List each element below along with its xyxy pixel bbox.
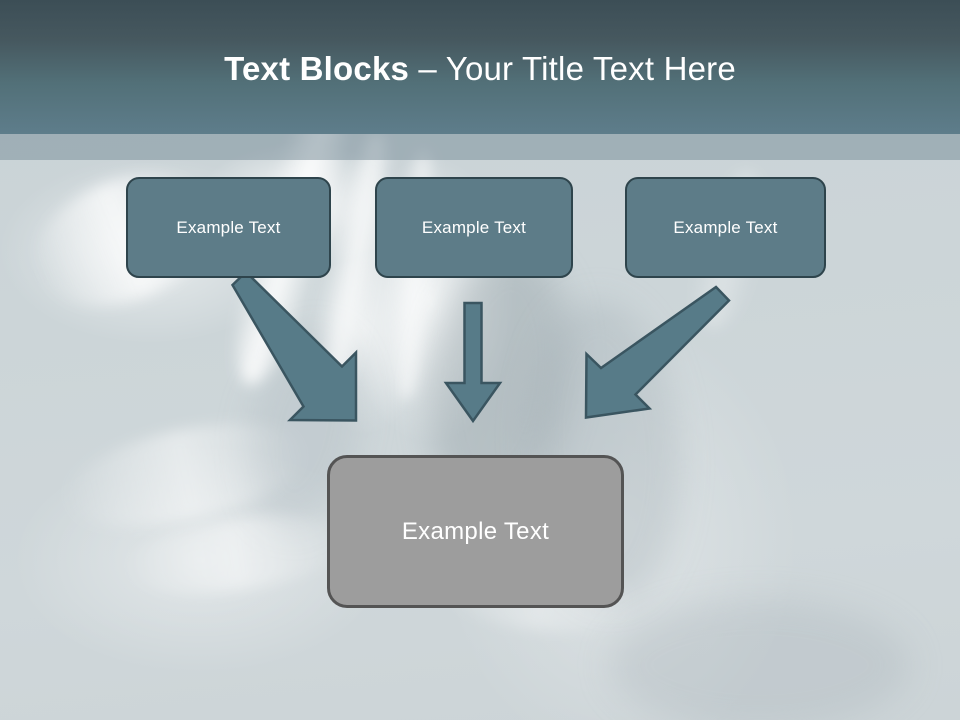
text-block-top-1-label: Example Text bbox=[176, 217, 281, 237]
slide-header-band: Text Blocks – Your Title Text Here bbox=[0, 0, 960, 134]
text-block-top-3[interactable]: Example Text bbox=[625, 177, 826, 278]
text-block-top-1[interactable]: Example Text bbox=[126, 177, 331, 278]
page-title-regular: Your Title Text Here bbox=[445, 50, 736, 87]
photo-shadow-shape bbox=[610, 600, 910, 720]
text-block-bottom[interactable]: Example Text bbox=[327, 455, 624, 608]
text-block-top-2[interactable]: Example Text bbox=[375, 177, 573, 278]
text-block-top-3-label: Example Text bbox=[673, 217, 778, 237]
text-block-top-2-label: Example Text bbox=[421, 217, 527, 237]
header-accent-strip bbox=[0, 134, 960, 160]
text-block-bottom-label: Example Text bbox=[401, 517, 550, 545]
page-title-bold: Text Blocks bbox=[224, 50, 410, 87]
page-title: Text Blocks – Your Title Text Here bbox=[0, 50, 960, 88]
page-title-separator: – bbox=[409, 50, 446, 87]
